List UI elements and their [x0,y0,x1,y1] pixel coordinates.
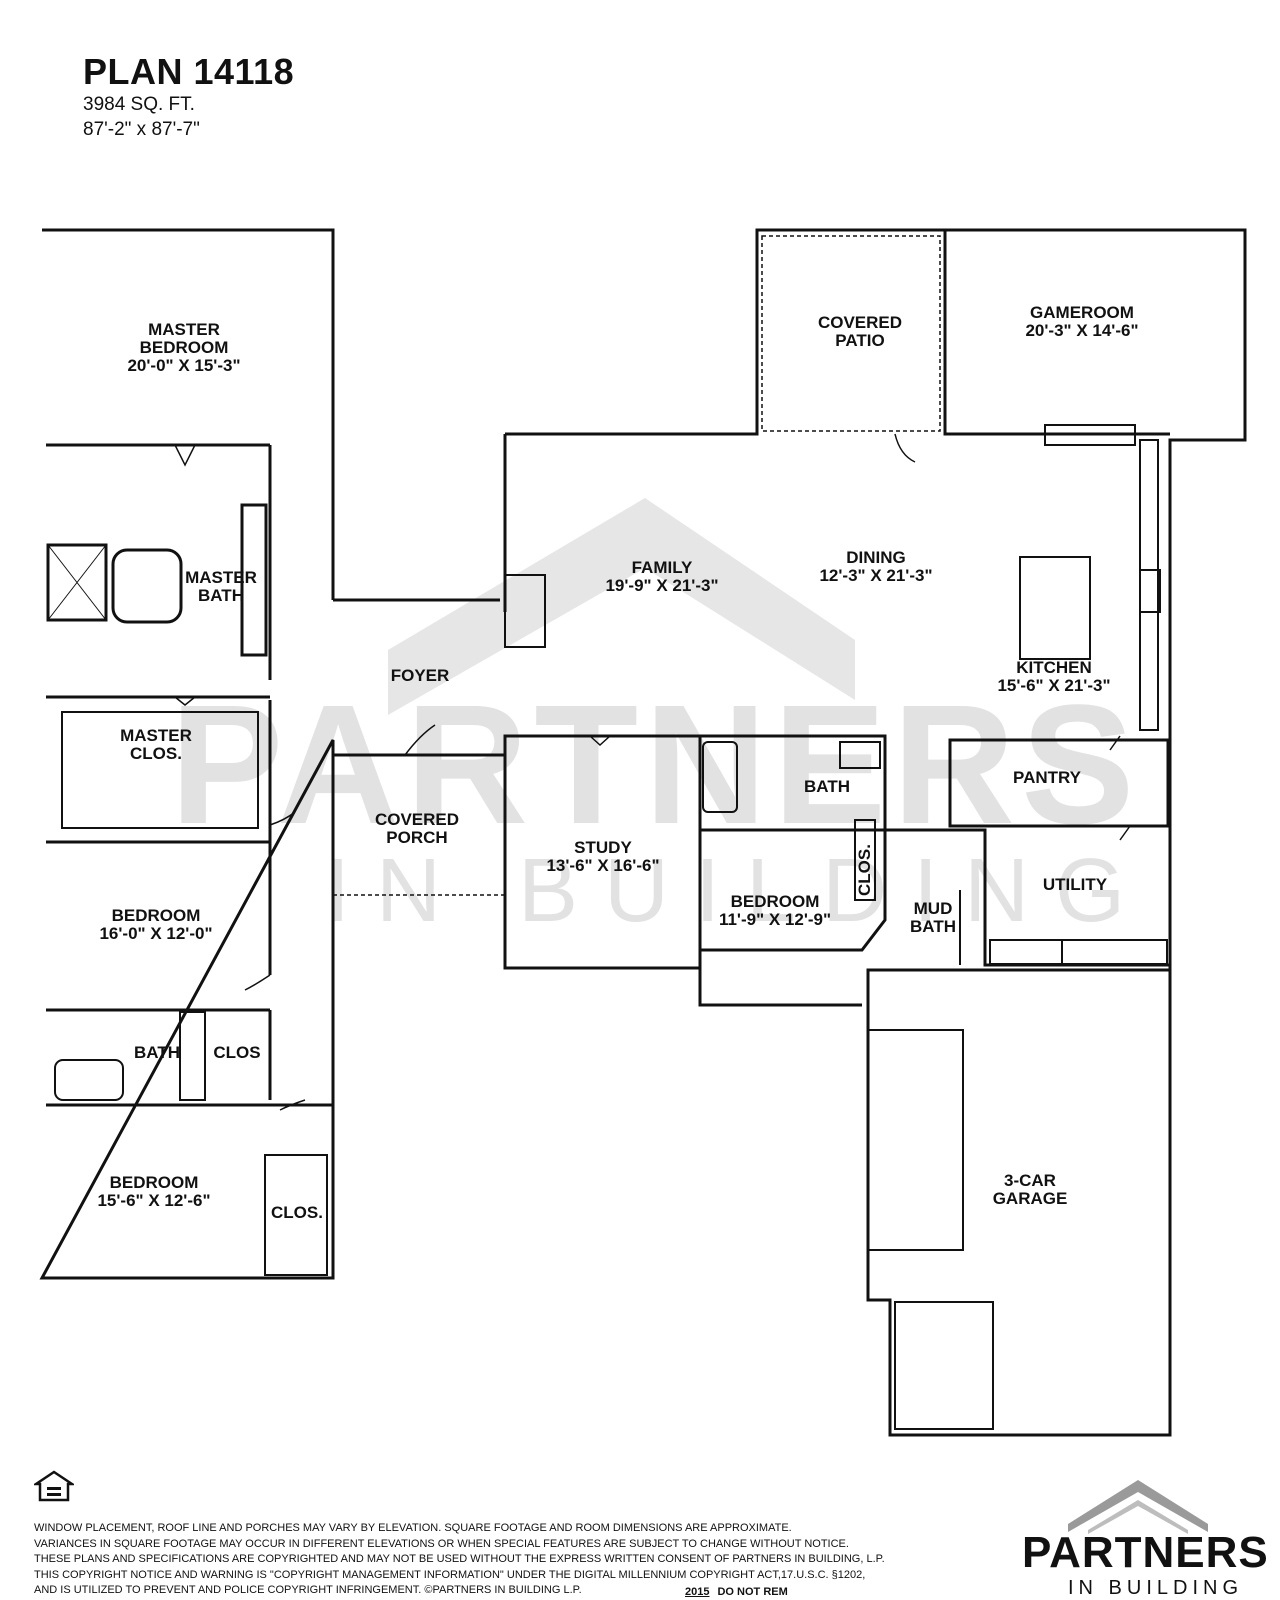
plan-dimensions: 87'-2" x 87'-7" [83,119,200,140]
footer-notice: 2015 DO NOT REM [685,1586,788,1598]
room-bedroom-4: BEDROOM 11'-9" X 12'-9" [718,892,832,929]
room-dining: DINING 12'-3" X 21'-3" [819,548,933,585]
footer-notice-text: DO NOT REM [717,1586,788,1598]
room-master-closet: MASTER CLOS. [120,726,192,763]
footer-line: THESE PLANS AND SPECIFICATIONS ARE COPYR… [34,1553,885,1565]
footer-line: AND IS UTILIZED TO PREVENT AND POLICE CO… [34,1584,582,1596]
room-closet-3: CLOS. [271,1203,323,1222]
equal-housing-icon [34,1470,74,1502]
room-bath-2: BATH [134,1043,180,1062]
room-master-bath: MASTER BATH [185,568,257,605]
footer-line: WINDOW PLACEMENT, ROOF LINE AND PORCHES … [34,1522,792,1534]
room-family: FAMILY 19'-9" X 21'-3" [605,558,719,595]
partners-logo-roof-icon [1068,1480,1208,1534]
footer-year: 2015 [685,1586,710,1598]
room-gameroom: GAMEROOM 20'-3" X 14'-6" [1025,303,1139,340]
room-study: STUDY 13'-6" X 16'-6" [546,838,660,875]
footer-disclaimer: WINDOW PLACEMENT, ROOF LINE AND PORCHES … [34,1521,1014,1599]
watermark-word: PARTNERS [170,670,1141,860]
room-master-bedroom: MASTER BEDROOM 20'-0" X 15'-3" [127,320,241,375]
room-utility: UTILITY [1042,875,1108,894]
footer-line: VARIANCES IN SQUARE FOOTAGE MAY OCCUR IN… [34,1537,849,1550]
room-bedroom-3: BEDROOM 15'-6" X 12'-6" [97,1173,211,1210]
logo-sub: IN BUILDING [1068,1577,1244,1599]
logo-word: PARTNERS [1022,1528,1269,1577]
room-pantry: PANTRY [1013,768,1081,787]
room-covered-patio: COVERED PATIO [817,313,903,350]
room-kitchen: KITCHEN 15'-6" X 21'-3" [997,658,1111,695]
plan-area: 3984 SQ. FT. [83,94,195,115]
room-covered-porch: COVERED PORCH [374,810,460,847]
watermark-sub: IN BUILDING [325,841,1152,941]
room-mud-bath: MUD BATH [910,899,956,936]
plan-title: PLAN 14118 [83,51,295,92]
room-bath-4: BATH [804,777,850,796]
room-foyer: FOYER [390,666,450,685]
room-garage: 3-CAR GARAGE [992,1171,1068,1208]
room-bedroom-2: BEDROOM 16'-0" X 12'-0" [99,906,213,943]
footer-line: THIS COPYRIGHT NOTICE AND WARNING IS "CO… [34,1568,866,1581]
room-closet-2: CLOS [213,1043,261,1062]
plan-header: PLAN 14118 3984 SQ. FT. 87'-2" x 87'-7" [83,52,294,142]
